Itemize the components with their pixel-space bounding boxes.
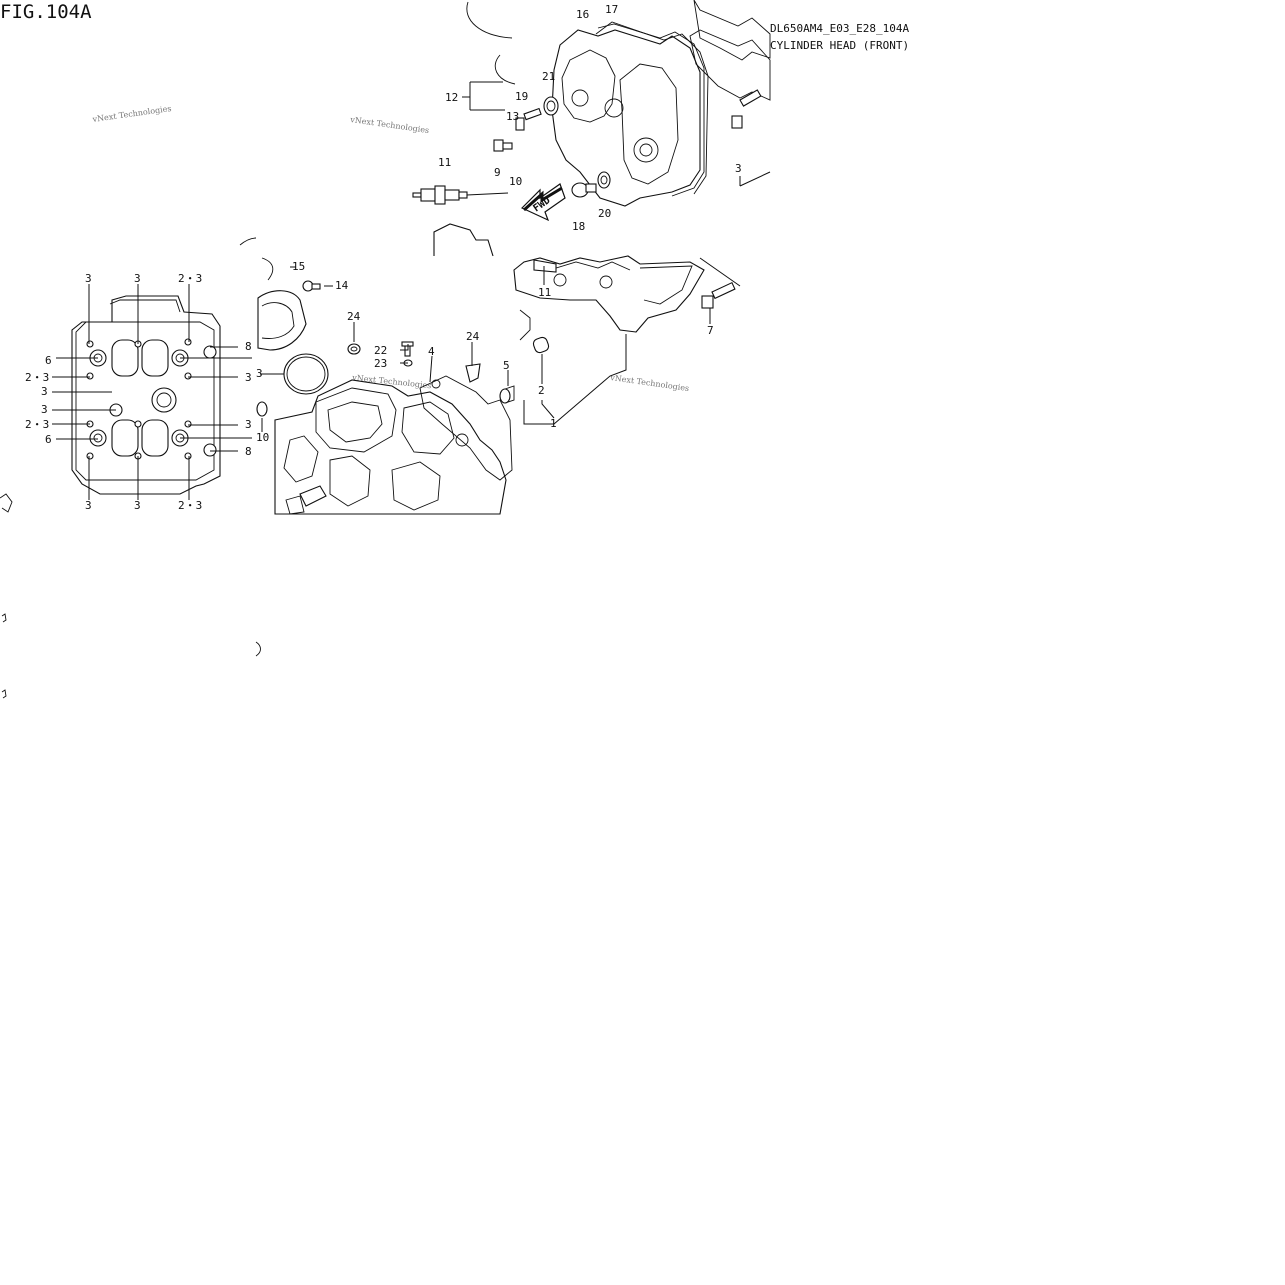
fwd-arrow: FWD [520,183,566,222]
callout-7: 7 [707,324,714,337]
callout-19: 19 [515,90,528,103]
callout-17: 17 [605,3,618,16]
callout-18: 18 [572,220,585,233]
callout-21: 21 [542,70,555,83]
head-cover [551,29,701,207]
callout-2: 2 [538,384,545,397]
callout-16: 16 [576,8,589,21]
callout-3b: 3 [256,367,263,380]
head-top-view [0,237,261,657]
gasket-right-mid [689,29,771,101]
callout-11b: 11 [538,286,551,299]
watermark-6: vNext Technologies [609,373,690,393]
callout-22: 22 [374,344,387,357]
callout-left-bottom-3: 2・3 [178,499,202,512]
callout-20: 20 [598,207,611,220]
washer-20 [597,171,611,189]
head-fragment-top [433,223,494,257]
bolt-9 [493,139,513,152]
callout-left-6a: 6 [45,354,52,367]
seal-21 [543,96,559,116]
callout-left-3a: 3 [41,385,48,398]
head-top-outline [71,295,221,495]
oring-arc [466,1,513,39]
callout-left-top-1: 3 [85,272,92,285]
callout-3a: 3 [735,162,742,175]
callout-5: 5 [503,359,510,372]
callout-right-8a: 8 [245,340,252,353]
bolt-3-top [731,89,762,129]
callout-left-bottom-1: 3 [85,499,92,512]
callout-10a: 10 [509,175,522,188]
head-side-outline [513,255,705,333]
watermark-2: vNext Technologies [349,115,430,135]
plug-24b [465,363,481,383]
bolt-7 [701,281,736,309]
gasket-4 [419,375,513,481]
watermark-1: vNext Technologies [91,104,172,124]
callout-9: 9 [494,166,501,179]
dowel-5 [499,385,515,404]
callout-11a: 11 [438,156,451,169]
callout-left-23b: 2・3 [25,418,49,431]
callout-10b: 10 [256,431,269,444]
callout-4: 4 [428,345,435,358]
figure-code: DL650AM4_E03_E28_104A [770,22,909,35]
plug-24a [347,343,361,355]
callout-23: 23 [374,357,387,370]
callout-right-3b: 3 [245,418,252,431]
callout-left-23a: 2・3 [25,371,49,384]
callout-right-3a: 3 [245,371,252,384]
callout-1: 1 [550,417,557,430]
oring-15 [261,257,274,281]
callout-24a: 24 [347,310,361,323]
oring-arc-2 [494,54,516,85]
callout-left-3b: 3 [41,403,48,416]
washer-10 [256,401,268,417]
callout-left-6b: 6 [45,433,52,446]
bolt-18 [571,182,597,198]
callout-12: 12 [445,91,458,104]
head-iso-view [256,257,627,515]
callout-13a: 13 [506,110,519,123]
callout-14: 14 [335,279,349,292]
edge-fragment [0,493,13,513]
edge-marks [1,613,7,699]
intake-pipe [257,290,307,351]
figure-title: CYLINDER HEAD (FRONT) [770,39,909,52]
callout-left-bottom-2: 3 [134,499,141,512]
spark-plug-11b [533,259,557,273]
callout-15: 15 [292,260,305,273]
head-cover-group [543,0,771,207]
callouts: 16 17 21 12 19 13 11 9 10 18 20 3 15 14 … [25,3,742,512]
callout-left-top-2: 3 [134,272,141,285]
figure-number: FIG.104A [0,1,92,23]
oring-13 [283,353,329,395]
callout-right-8b: 8 [245,445,252,458]
top-center-group: FWD [412,1,566,257]
gasket-right-top [693,0,771,61]
dowel-2 [532,336,550,354]
head-side-view [513,255,741,341]
bolt-14 [302,280,321,292]
callout-left-top-3: 2・3 [178,272,202,285]
bolt-19 [515,107,542,131]
head-block [274,379,507,515]
spark-plug-11 [412,185,509,205]
callout-24b: 24 [466,330,480,343]
